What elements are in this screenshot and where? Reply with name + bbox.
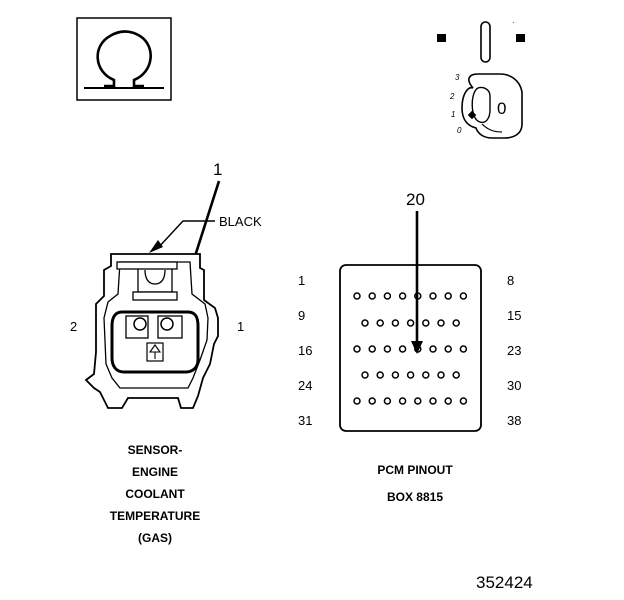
row-label-right-4: 30: [507, 378, 521, 393]
pcm-pin: [414, 397, 422, 405]
pcm-title: PCM PINOUT BOX 8815: [377, 463, 453, 504]
pcm-pin: [353, 345, 361, 353]
pcm-pin: [361, 371, 369, 379]
pcm-title-line-1: PCM PINOUT: [377, 463, 453, 477]
row-label-right-2: 15: [507, 308, 521, 323]
svg-text:·: ·: [512, 18, 515, 27]
pcm-connector: 20 1 9 16 24 31 8 15 23 30 38: [298, 190, 521, 432]
pcm-pin: [437, 319, 445, 327]
pcm-pin: [383, 397, 392, 405]
wire-color-label: BLACK: [219, 214, 262, 229]
pcm-pin: [459, 397, 468, 405]
pcm-pin: [422, 371, 430, 379]
pcm-pin: [368, 397, 376, 405]
pcm-pin: [406, 371, 415, 379]
pcm-pin: [437, 371, 445, 379]
pcm-pin: [459, 292, 468, 300]
row-label-right-3: 23: [507, 343, 521, 358]
row-label-right-5: 38: [507, 413, 521, 428]
pcm-pin: [376, 319, 384, 327]
pcm-pin: [391, 371, 400, 379]
pcm-pin: [353, 292, 361, 300]
ignition-position-0: 0: [457, 126, 462, 135]
pcm-pin: [398, 397, 407, 405]
ignition-position-1: 1: [451, 110, 455, 119]
sensor-title-line-5: (GAS): [138, 531, 172, 545]
pcm-pin: [444, 345, 452, 353]
ignition-key-icon: · 3 2 1 0 0: [437, 18, 525, 139]
ignition-position-3: 3: [455, 73, 460, 82]
pcm-pin: [444, 292, 452, 300]
pin-right-label: 1: [237, 319, 244, 334]
pcm-connector-body: [339, 264, 482, 432]
callout-20: 20: [406, 190, 425, 209]
figure-number: 352424: [476, 573, 533, 592]
pcm-pin: [452, 319, 460, 327]
row-label-left-3: 16: [298, 343, 312, 358]
sensor-title-line-2: ENGINE: [132, 465, 178, 479]
ohm-icon: [76, 17, 172, 101]
pcm-pin: [383, 292, 392, 300]
pcm-pin: [391, 319, 400, 327]
pcm-pin: [406, 319, 415, 327]
row-label-left-5: 31: [298, 413, 312, 428]
row-label-left-2: 9: [298, 308, 305, 323]
key-position-label: 0: [497, 99, 506, 118]
ignition-position-2: 2: [449, 92, 455, 101]
pcm-pin: [368, 292, 376, 300]
pcm-title-line-2: BOX 8815: [387, 490, 443, 504]
pcm-pin: [361, 319, 369, 327]
pin-left-label: 2: [70, 319, 77, 334]
sensor-title-line-4: TEMPERATURE: [110, 509, 200, 523]
row-label-right-1: 8: [507, 273, 514, 288]
pcm-pin: [459, 345, 468, 353]
sensor-connector: 1 BLACK 2 1: [70, 160, 262, 409]
pcm-pin: [353, 397, 361, 405]
pcm-pin: [398, 292, 407, 300]
pcm-pin: [398, 345, 407, 353]
pcm-pin: [368, 345, 376, 353]
row-label-left-1: 1: [298, 273, 305, 288]
pcm-pin: [429, 292, 437, 300]
pcm-pin: [444, 397, 452, 405]
callout-1: 1: [213, 160, 222, 179]
pcm-pin: [452, 371, 460, 379]
pcm-pin: [383, 345, 392, 353]
pcm-pin: [429, 345, 437, 353]
sensor-title: SENSOR- ENGINE COOLANT TEMPERATURE (GAS): [110, 443, 200, 545]
pcm-pin: [422, 319, 430, 327]
row-label-left-4: 24: [298, 378, 312, 393]
pcm-pin: [376, 371, 384, 379]
sensor-title-line-1: SENSOR-: [128, 443, 183, 457]
pcm-pin: [429, 397, 437, 405]
sensor-title-line-3: COOLANT: [125, 487, 185, 501]
